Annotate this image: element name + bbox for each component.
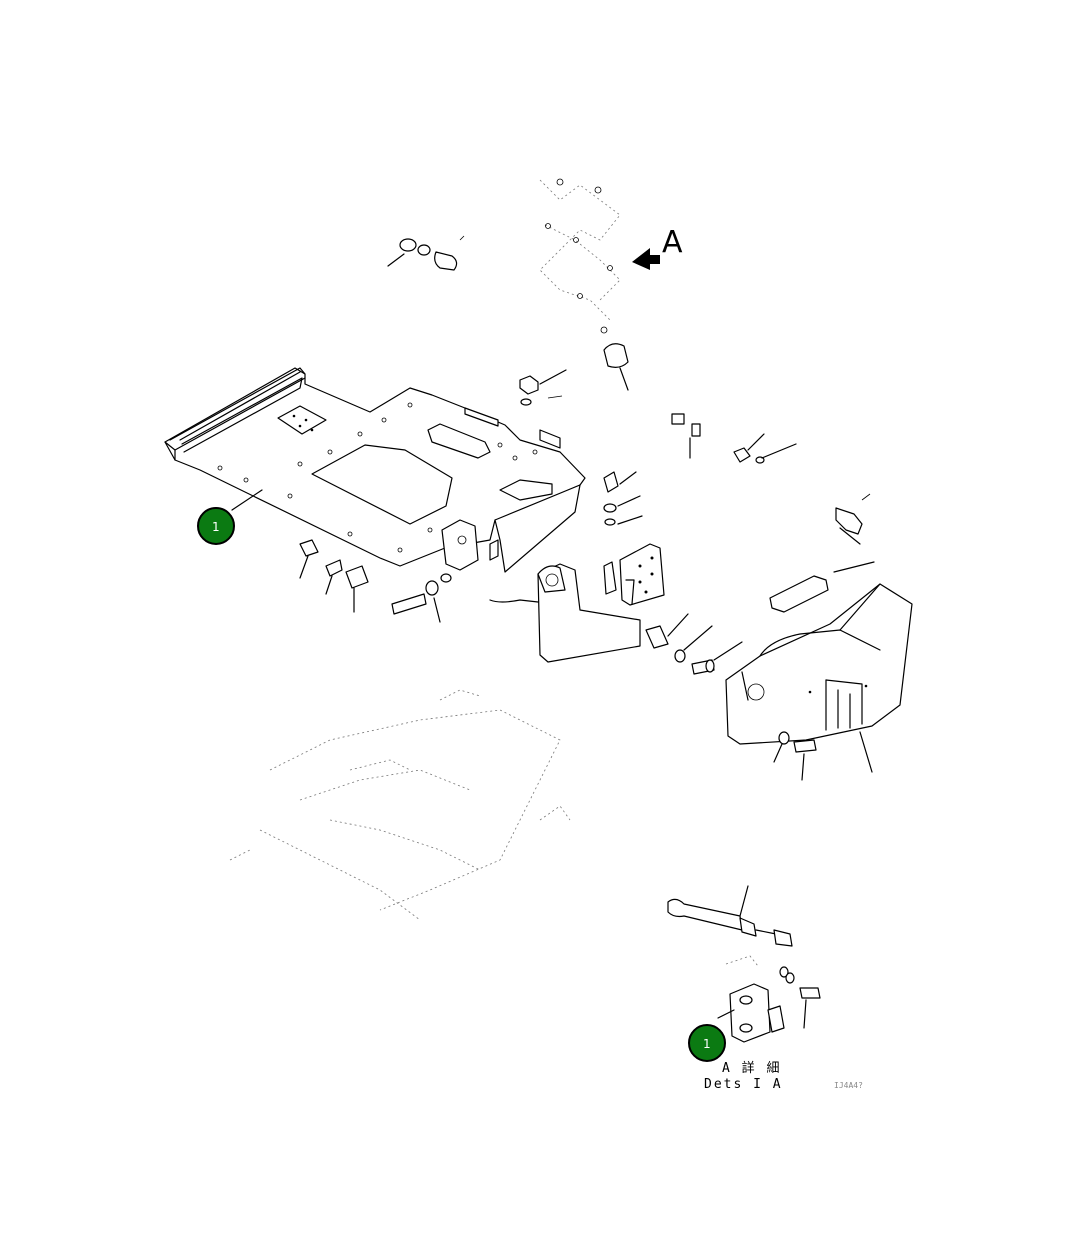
callout-label: 1	[212, 520, 220, 534]
base-plate	[164, 367, 586, 573]
side-bracket-small	[835, 493, 871, 545]
callout-detail-a[interactable]: 1	[688, 1024, 726, 1062]
callout-label: 1	[703, 1037, 711, 1051]
fasteners-lower-left	[299, 539, 452, 623]
ghost-lower-assembly	[229, 689, 571, 921]
callout-plate[interactable]: 1	[197, 489, 263, 545]
upper-collar	[603, 343, 629, 391]
drawing-code: IJ4A4?	[834, 1081, 863, 1090]
fasteners-upper	[519, 369, 797, 464]
detail-caption-japanese: A 詳 細	[722, 1060, 781, 1076]
detail-a-bracket	[717, 955, 821, 1043]
fasteners-mid	[603, 471, 643, 526]
view-letter: A	[662, 225, 683, 260]
lower-bracket-plate	[489, 563, 641, 663]
gas-spring	[667, 885, 793, 947]
hinge-plate	[603, 543, 665, 606]
upper-left-bushing	[387, 235, 465, 271]
fasteners-lower-right	[645, 613, 817, 781]
detail-caption-english: Dets I A	[704, 1077, 783, 1092]
view-arrow-a: A	[632, 225, 683, 270]
side-cover	[725, 561, 913, 773]
ghost-upper-assembly	[539, 178, 621, 334]
